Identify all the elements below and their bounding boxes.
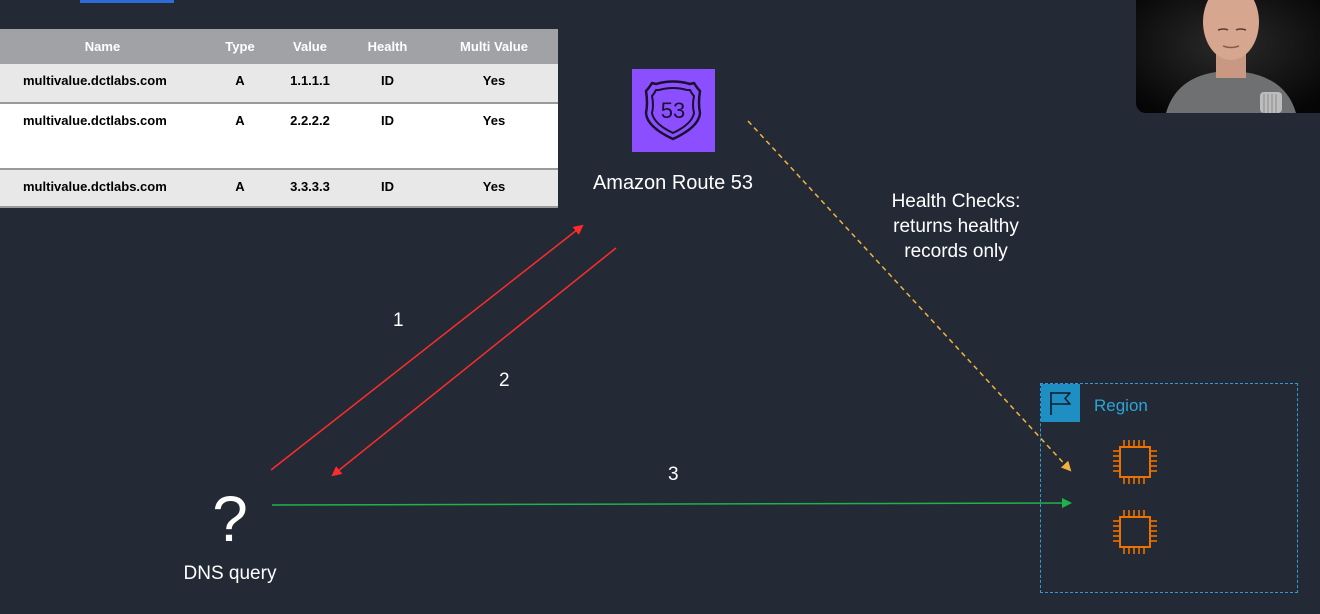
table-row: multivalue.dctlabs.com A 3.3.3.3 ID Yes (0, 169, 558, 208)
step-2-label: 2 (499, 370, 510, 391)
route53-shield-icon: 53 (632, 69, 715, 152)
health-check-arrow (747, 120, 1072, 472)
cell-health: ID (345, 169, 430, 208)
cell-health: ID (345, 64, 430, 104)
question-mark: ? (212, 483, 248, 555)
cell-multi-value: Yes (430, 169, 558, 208)
header-multi-value: Multi Value (430, 29, 558, 64)
route53-badge-number: 53 (661, 98, 685, 123)
cell-name: multivalue.dctlabs.com (0, 169, 205, 208)
health-checks-line-1: Health Checks: (891, 191, 1021, 212)
cell-type: A (205, 169, 275, 208)
ec2-chip-icon (1110, 507, 1160, 557)
cell-value: 3.3.3.3 (275, 169, 345, 208)
region-label: Region (1094, 396, 1148, 415)
cell-multi-value: Yes (430, 103, 558, 170)
cell-type: A (205, 103, 275, 170)
step-3-label: 3 (668, 464, 679, 485)
health-checks-line-2: returns healthy (893, 216, 1019, 237)
health-checks-line-3: records only (904, 241, 1008, 262)
table-row: multivalue.dctlabs.com A 2.2.2.2 ID Yes (0, 103, 558, 170)
request-arrow (270, 224, 584, 471)
cell-type: A (205, 64, 275, 104)
header-health: Health (345, 29, 430, 64)
region-box: Region (1040, 383, 1298, 593)
header-value: Value (275, 29, 345, 64)
presenter-webcam (1136, 0, 1320, 113)
cell-multi-value: Yes (430, 64, 558, 104)
route53-label: Amazon Route 53 (592, 172, 754, 194)
response-arrow (331, 247, 617, 477)
table-row: multivalue.dctlabs.com A 1.1.1.1 ID Yes (0, 64, 558, 104)
connect-arrow (271, 498, 1072, 509)
cell-name: multivalue.dctlabs.com (0, 64, 205, 104)
ec2-chip-icon (1110, 437, 1160, 487)
top-accent-bar (80, 0, 174, 3)
flag-icon (1041, 384, 1080, 422)
cell-health: ID (345, 103, 430, 170)
cell-name: multivalue.dctlabs.com (0, 103, 205, 170)
dns-query-label: DNS query (183, 563, 277, 584)
cell-value: 2.2.2.2 (275, 103, 345, 170)
header-name: Name (0, 29, 205, 64)
records-table: Name Type Value Health Multi Value multi… (0, 29, 558, 208)
cell-value: 1.1.1.1 (275, 64, 345, 104)
step-1-label: 1 (393, 310, 404, 331)
health-checks-label: Health Checks: returns healthy records o… (866, 189, 1046, 264)
table-header-row: Name Type Value Health Multi Value (0, 29, 558, 64)
header-type: Type (205, 29, 275, 64)
